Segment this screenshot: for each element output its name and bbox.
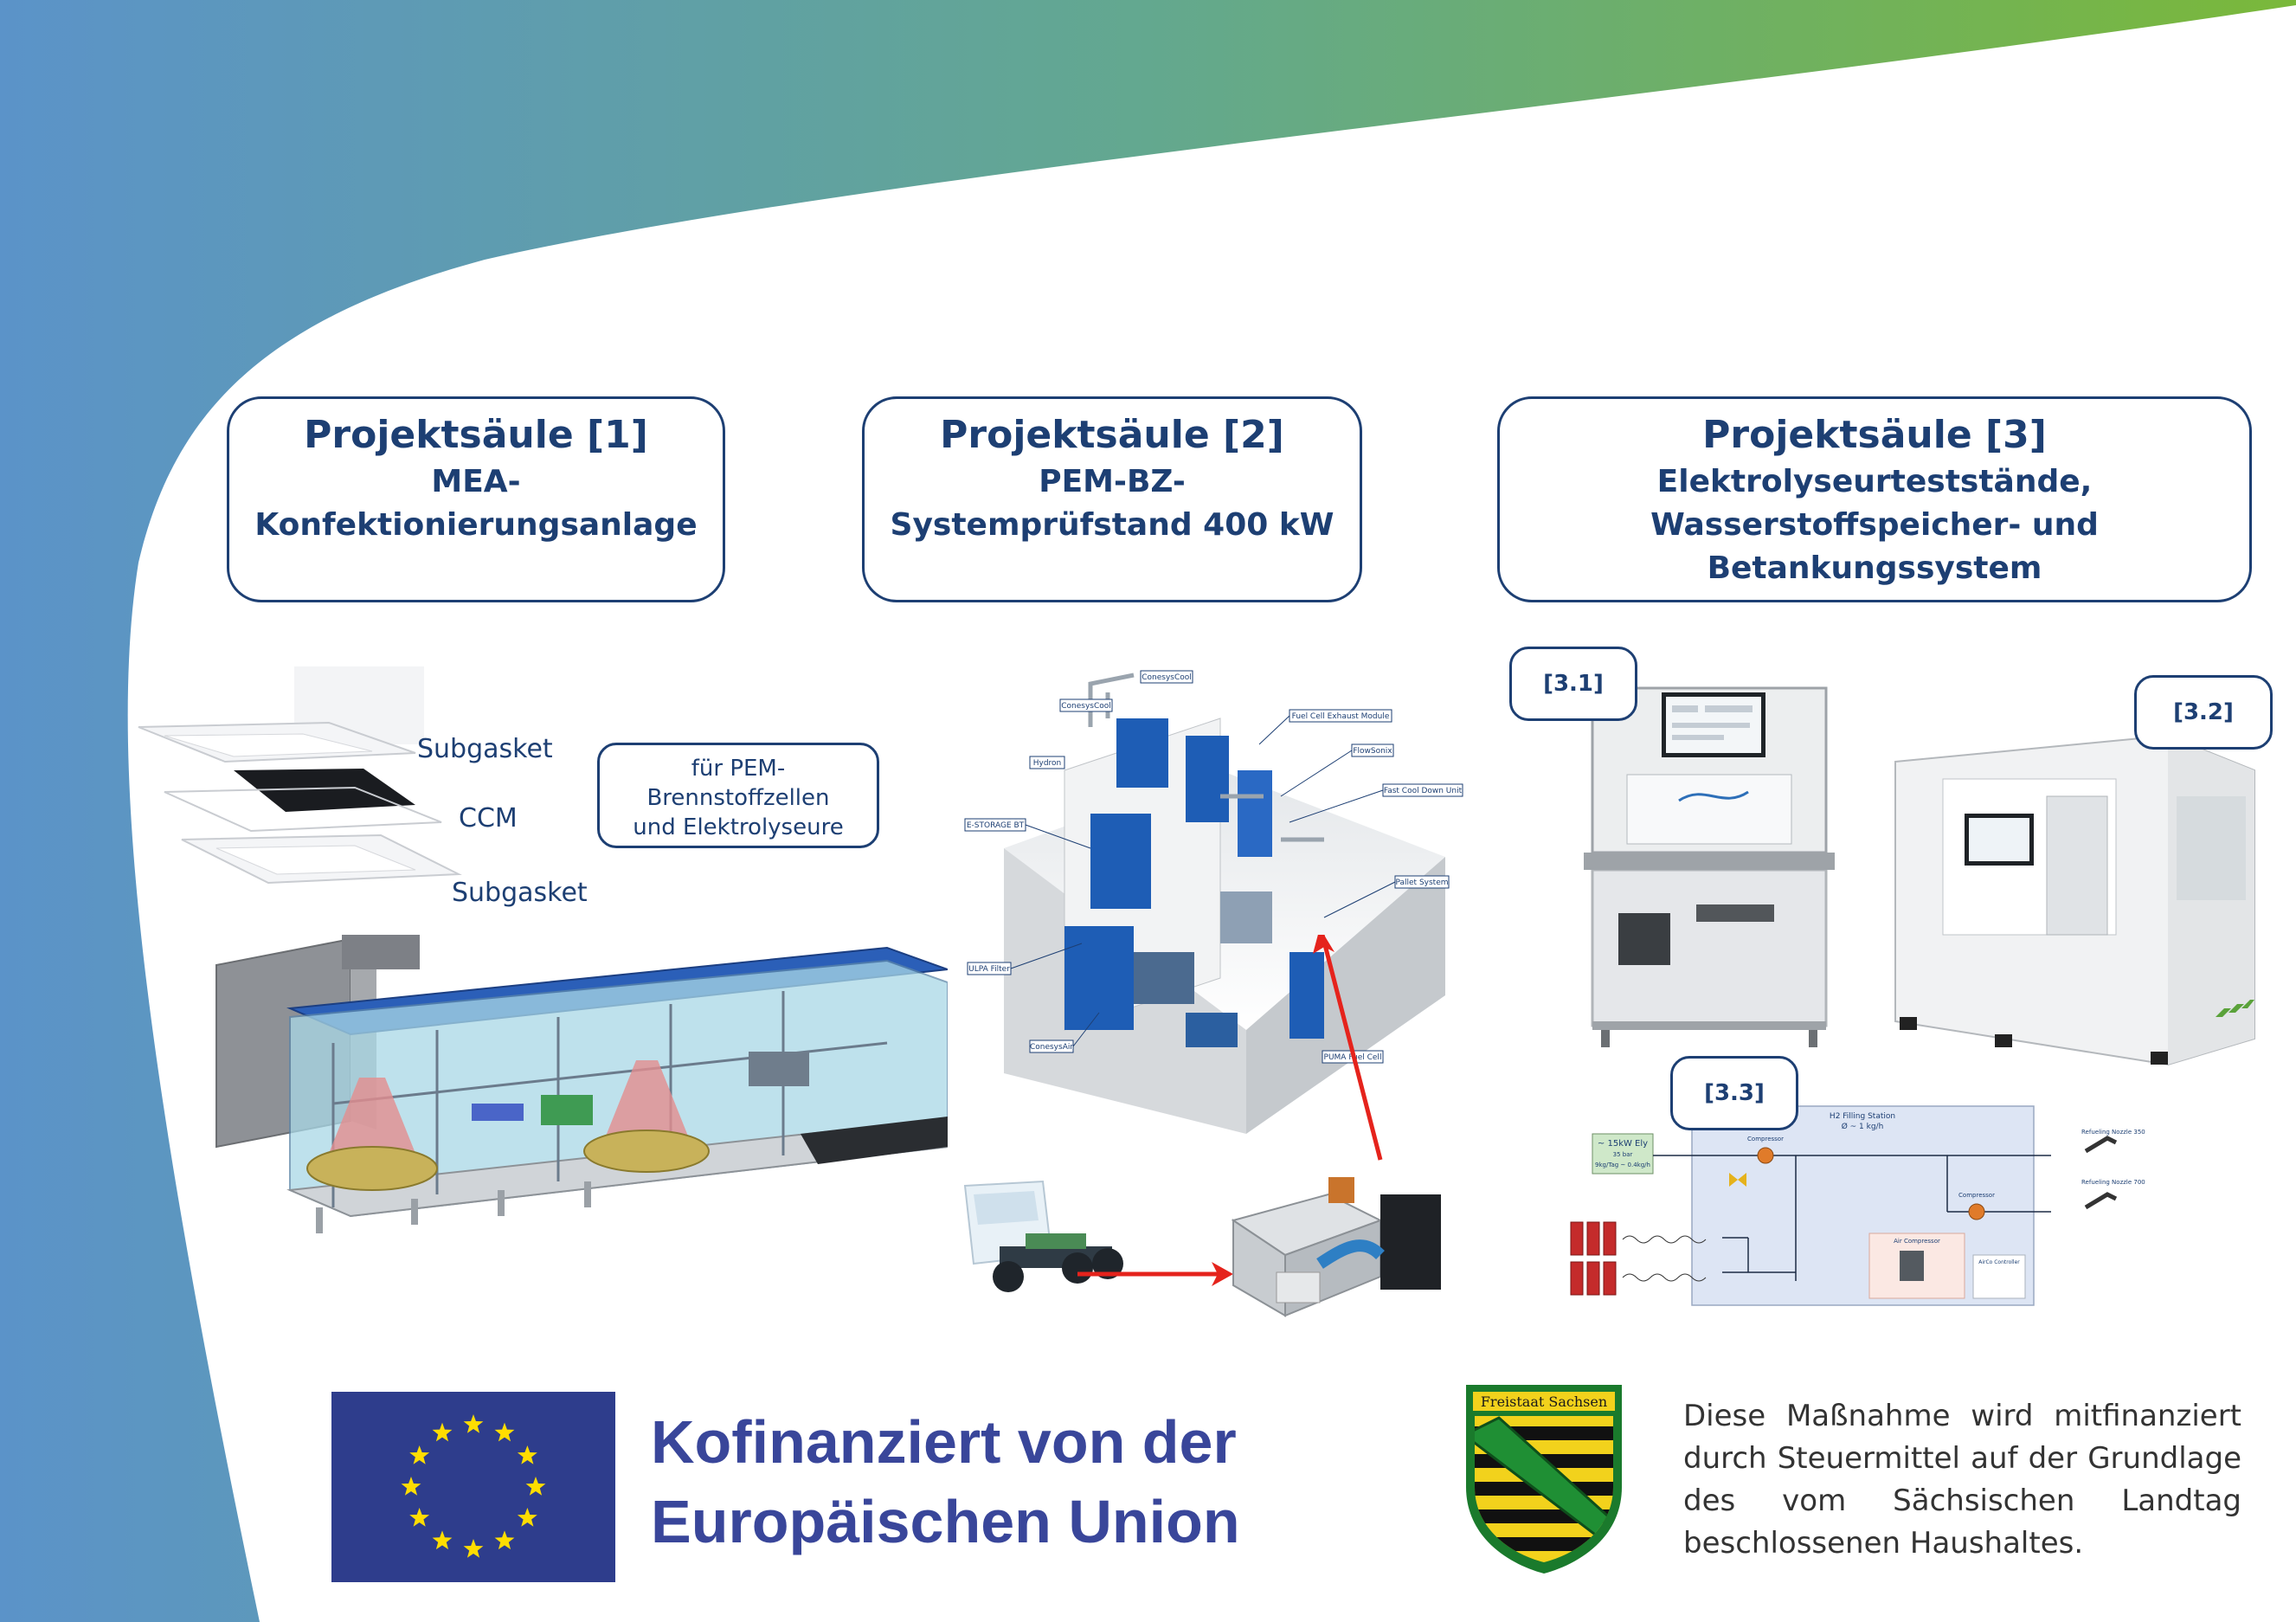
- eu-star: [494, 1530, 515, 1550]
- eu-star: [494, 1422, 515, 1442]
- h2-filling-station-schematic: H2 Filling Station Ø ~ 1 kg/h ~ 15kW Ely…: [1570, 1105, 2146, 1306]
- compressor-label-1: Compressor: [1747, 1136, 1784, 1142]
- tag-3-1: [3.1]: [1509, 647, 1637, 721]
- pillar-2-box: Projektsäule [2] PEM-BZ- Systemprüfstand…: [862, 396, 1362, 602]
- fuel-cell-test-stand-illustration: ConesysCool ConesysCool Hydron Fuel Cell…: [964, 670, 1463, 1134]
- pillar-1-box: Projektsäule [1] MEA- Konfektionierungsa…: [227, 396, 725, 602]
- mea-assembly-machine-illustration: [215, 935, 948, 1233]
- callout-pallet-system: Pallet System: [1323, 875, 1450, 918]
- pillar-1-line2: Konfektionierungsanlage: [254, 507, 698, 543]
- pillar-3-line3: Betankungssystem: [1707, 550, 2042, 586]
- pillar-3-title: Projektsäule [3]: [1702, 413, 2047, 457]
- callout-text: ConesysCool: [1061, 702, 1111, 711]
- mea-application-note: für PEM- Brennstoffzellen und Elektrolys…: [597, 743, 879, 848]
- refuel-nozzle-350-icon: [2084, 1136, 2118, 1154]
- eu-cofinanced-text: Kofinanziert von der Europäischen Union: [651, 1402, 1240, 1561]
- tag-3-3: [3.3]: [1670, 1056, 1798, 1130]
- callout-e-storage: E-STORAGE BT: [964, 818, 1091, 849]
- callout-text: E-STORAGE BT: [967, 821, 1025, 830]
- eu-line2: Europäischen Union: [651, 1488, 1240, 1555]
- truck-icon: [963, 1180, 1123, 1292]
- pillar-1-line1: MEA-: [431, 464, 521, 499]
- callout-ulpa-filter: ULPA Filter: [967, 943, 1083, 975]
- pillar-2-line1: PEM-BZ-: [1039, 464, 1186, 499]
- callout-text: Pallet System: [1395, 879, 1448, 887]
- mea-note-line1: für PEM-: [691, 756, 786, 782]
- fuel-cell-module-icon: [1231, 1177, 1441, 1317]
- mea-subgasket-top-label: Subgasket: [417, 734, 553, 764]
- eu-star: [517, 1445, 537, 1464]
- eu-star: [463, 1414, 484, 1433]
- pillar-3-line1: Elektrolyseurteststände,: [1656, 464, 2093, 499]
- hydrogen-storage-cabinet-illustration: [1894, 734, 2255, 1066]
- mea-note-line2: Brennstoffzellen: [646, 785, 830, 811]
- eu-star: [432, 1422, 453, 1442]
- mea-layers-illustration: [138, 666, 462, 885]
- callout-text: Fuel Cell Exhaust Module: [1292, 712, 1390, 721]
- mea-ccm-label: CCM: [459, 803, 518, 834]
- pillar-1-title: Projektsäule [1]: [304, 413, 648, 457]
- eu-star: [409, 1445, 430, 1464]
- sachsen-crest: Freistaat Sachsen: [1466, 1385, 1622, 1574]
- callout-conesyscool-1: ConesysCool: [1140, 670, 1193, 684]
- mea-subgasket-bottom-label: Subgasket: [452, 878, 588, 908]
- callout-text: ConesysCool: [1142, 673, 1192, 682]
- pillar-3-line2: Wasserstoffspeicher- und: [1650, 507, 2099, 543]
- callout-conesyscool-2: ConesysCool: [1059, 698, 1113, 712]
- eu-star: [525, 1477, 546, 1496]
- mea-note-line3: und Elektrolyseure: [633, 814, 844, 840]
- pillar-2-title: Projektsäule [2]: [940, 413, 1284, 457]
- eu-star: [517, 1508, 537, 1527]
- tag-3-2: [3.2]: [2134, 675, 2273, 750]
- callout-flowsonix: FlowSonix: [1280, 743, 1394, 797]
- schematic-title: H2 Filling Station: [1830, 1112, 1895, 1121]
- callout-text: ULPA Filter: [968, 965, 1010, 974]
- arrow-up-icon: [1313, 935, 1383, 1161]
- ely-label: ~ 15kW Ely: [1598, 1139, 1648, 1149]
- ely-rate: 9kg/Tag ~ 0.4kg/h: [1595, 1162, 1650, 1168]
- electrolyzer-test-bench-illustration: [1584, 686, 1835, 1047]
- eu-flag: [331, 1392, 615, 1582]
- eu-line1: Kofinanziert von der: [651, 1408, 1237, 1476]
- eu-star: [463, 1539, 484, 1558]
- valve-icon: [1729, 1173, 1746, 1187]
- pillar-2-line2: Systemprüfstand 400 kW: [890, 507, 1335, 543]
- arrow-right-icon: [1077, 1262, 1233, 1286]
- callout-conesysair: ConesysAir: [1029, 1012, 1100, 1053]
- sachsen-funding-text: Diese Maßnahme wird mitfinanziert durch …: [1683, 1399, 2241, 1561]
- sachsen-crest-label: Freistaat Sachsen: [1481, 1394, 1607, 1410]
- airco-controller-label: AirCo Controller: [1978, 1259, 2020, 1265]
- truck-to-fuel-cell-illustration: [963, 935, 1441, 1317]
- gas-cylinders-icon: [1570, 1221, 1617, 1296]
- callout-text: Fast Cool Down Unit: [1384, 787, 1463, 795]
- air-compressor-label: Air Compressor: [1894, 1238, 1940, 1245]
- schematic-subtitle: Ø ~ 1 kg/h: [1842, 1122, 1884, 1131]
- eu-star: [401, 1477, 421, 1496]
- callout-text: FlowSonix: [1353, 747, 1392, 756]
- eu-star: [409, 1508, 430, 1527]
- callout-hydron: Hydron: [1029, 756, 1065, 769]
- pillar-3-box: Projektsäule [3] Elektrolyseurteststände…: [1497, 396, 2252, 602]
- ely-pressure: 35 bar: [1613, 1151, 1633, 1158]
- callout-text: Hydron: [1033, 759, 1062, 768]
- callout-text: ConesysAir: [1030, 1043, 1073, 1052]
- callout-fast-cool-down: Fast Cool Down Unit: [1289, 783, 1463, 823]
- refuel-nozzle-700-icon: [2084, 1192, 2118, 1210]
- refuel-350-label: Refueling Nozzle 350 bar: [2081, 1129, 2146, 1136]
- compressor-label-2: Compressor: [1958, 1192, 1995, 1199]
- callout-fuel-cell-exhaust: Fuel Cell Exhaust Module: [1258, 709, 1392, 745]
- eu-stars-icon: [401, 1414, 546, 1558]
- refuel-700-label: Refueling Nozzle 700 bar: [2081, 1179, 2146, 1186]
- eu-star: [432, 1530, 453, 1550]
